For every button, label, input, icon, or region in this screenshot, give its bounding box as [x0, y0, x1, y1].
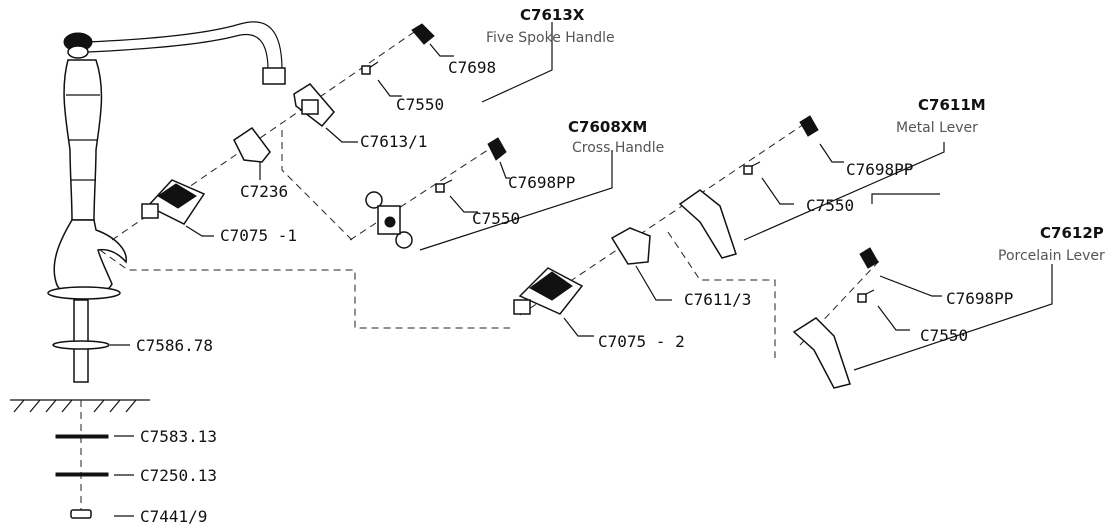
group-code-metal: C7611M — [918, 96, 986, 114]
label-c7611-3: C7611/3 — [684, 290, 751, 309]
group-name-cross: Cross Handle — [572, 140, 664, 156]
label-c7698pp-b: C7698PP — [846, 160, 913, 179]
label-c7236: C7236 — [240, 182, 288, 201]
faucet-body — [10, 21, 286, 519]
leader-lines — [110, 22, 1053, 517]
label-c7550-b: C7550 — [472, 209, 520, 228]
label-c7698: C7698 — [448, 58, 496, 77]
assembly-axes — [99, 27, 881, 358]
group-name-metal: Metal Lever — [896, 120, 978, 136]
part-drawings — [141, 23, 879, 389]
label-c7583-13: C7583.13 — [140, 427, 217, 446]
group-code-five-spoke: C7613X — [520, 6, 585, 24]
label-c7075-2: C7075 - 2 — [598, 332, 685, 351]
label-c7441-9: C7441/9 — [140, 507, 207, 526]
label-c7550-d: C7550 — [920, 326, 968, 345]
label-c7698pp-a: C7698PP — [508, 173, 575, 192]
label-c7586-78: C7586.78 — [136, 336, 213, 355]
group-code-cross: C7608XM — [568, 118, 647, 136]
label-c7075-1: C7075 -1 — [220, 226, 297, 245]
group-name-five-spoke: Five Spoke Handle — [486, 30, 615, 46]
group-name-porcelain: Porcelain Lever — [998, 248, 1105, 264]
group-code-porcelain: C7612P — [1040, 224, 1104, 242]
label-c7550-a: C7550 — [396, 95, 444, 114]
label-c7613-1: C7613/1 — [360, 132, 427, 151]
label-c7550-c: C7550 — [806, 196, 854, 215]
label-c7250-13: C7250.13 — [140, 466, 217, 485]
label-c7698pp-c: C7698PP — [946, 289, 1013, 308]
